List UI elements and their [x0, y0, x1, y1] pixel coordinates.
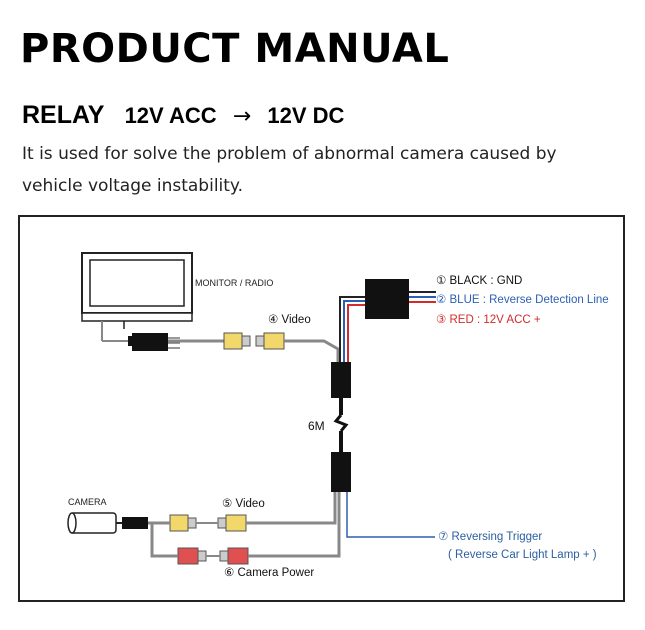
wire-black-label: ① BLACK : GND [436, 275, 522, 287]
reversing-trigger-label: ⑦ Reversing Trigger [438, 531, 542, 543]
relay-label: RELAY [22, 101, 105, 129]
camera-icon [67, 512, 178, 558]
arrow-icon: → [232, 104, 252, 129]
video-label-top: ④ Video [268, 314, 311, 326]
to-voltage: 12V DC [267, 103, 345, 128]
reverse-lamp-label: ( Reverse Car Light Lamp + ) [448, 549, 597, 561]
monitor-plug [128, 333, 180, 351]
video-connector-bottom [169, 514, 247, 532]
upper-junction [331, 362, 351, 398]
wire-red-label: ③ RED : 12V ACC + [436, 314, 541, 326]
monitor-label: MONITOR / RADIO [195, 278, 273, 288]
from-voltage: 12V ACC [124, 103, 217, 128]
lower-junction [331, 452, 351, 492]
description: It is used for solve the problem of abno… [22, 144, 557, 196]
monitor-icon [81, 252, 193, 342]
wire-blue-label: ② BLUE : Reverse Detection Line [436, 294, 609, 306]
page-title: PRODUCT MANUAL [20, 26, 450, 72]
video-connector-top [223, 332, 285, 350]
wiring-diagram: MONITOR / RADIO ④ Video [18, 215, 625, 602]
camera-power-connector [177, 547, 249, 565]
wiring-diagram-svg: MONITOR / RADIO ④ Video [67, 252, 609, 579]
video-label-bottom: ⑤ Video [222, 498, 265, 510]
camera-label: CAMERA [68, 497, 107, 507]
cable-length-label: 6M [308, 419, 325, 433]
camera-power-label: ⑥ Camera Power [224, 567, 314, 579]
relay-heading: RELAY 12V ACC → 12V DC [22, 101, 344, 130]
relay-box [365, 279, 409, 319]
